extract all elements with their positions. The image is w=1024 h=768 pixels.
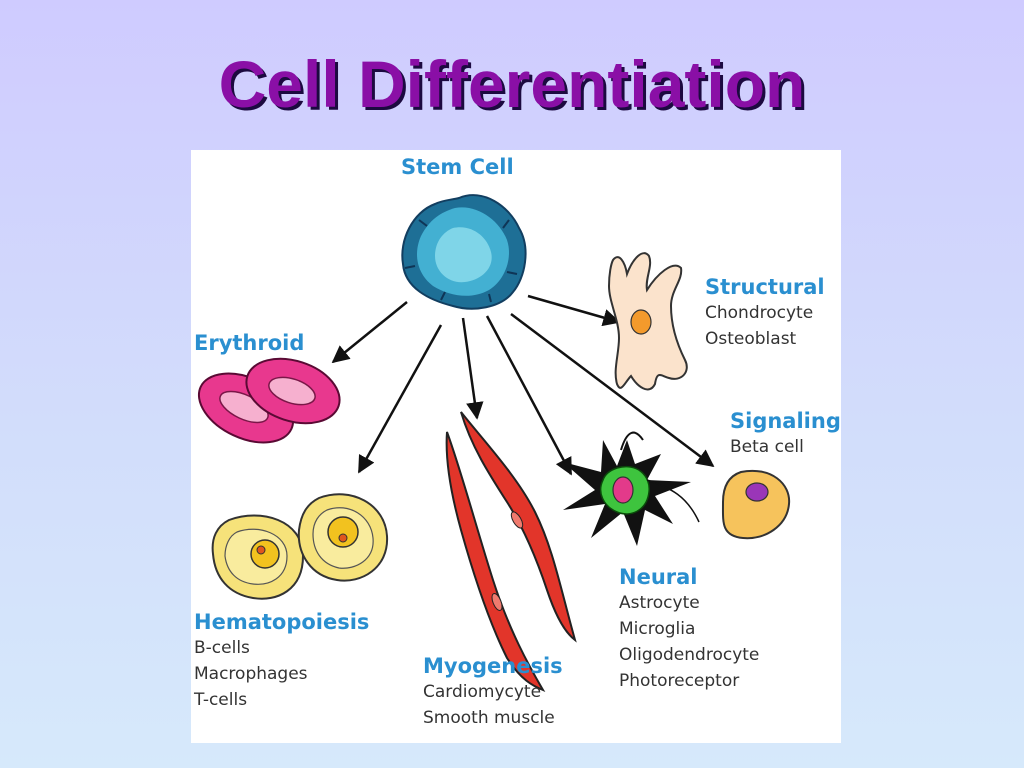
erythroid-cells-illustration xyxy=(197,357,341,444)
branch-neural: Neural Astrocyte Microglia Oligodendrocy… xyxy=(619,564,759,694)
branch-structural: Structural Chondrocyte Osteoblast xyxy=(705,274,825,352)
arrow-to-erythroid xyxy=(331,301,408,364)
arrow-to-signaling xyxy=(510,313,715,468)
arrow-to-myogenesis xyxy=(461,317,484,420)
stem-cell-illustration xyxy=(401,194,527,310)
branch-signaling: Signaling Beta cell xyxy=(730,408,841,460)
list-item: Astrocyte xyxy=(619,593,700,613)
list-item: Oligodendrocyte xyxy=(619,645,760,665)
arrow-to-hematopoiesis xyxy=(357,324,443,474)
structural-cell-illustration xyxy=(607,252,688,391)
differentiation-arrows xyxy=(331,294,715,476)
list-item: B-cells xyxy=(194,638,250,658)
branch-label-hematopoiesis: Hematopoiesis xyxy=(194,610,370,634)
list-item: Cardiomycyte xyxy=(423,682,542,702)
list-item: Osteoblast xyxy=(705,329,797,349)
list-item: Microglia xyxy=(619,619,696,639)
branch-items-neural: Astrocyte Microglia Oligodendrocyte Phot… xyxy=(619,590,759,694)
list-item: Smooth muscle xyxy=(423,708,555,728)
branch-items-myogenesis: Cardiomycyte Smooth muscle xyxy=(423,679,563,731)
branch-label-erythroid: Erythroid xyxy=(194,331,305,355)
diagram-artwork xyxy=(197,194,791,693)
branch-label-structural: Structural xyxy=(705,275,825,299)
branch-label-signaling: Signaling xyxy=(730,409,841,433)
list-item: Beta cell xyxy=(730,437,804,457)
branch-items-hematopoiesis: B-cells Macrophages T-cells xyxy=(194,635,369,713)
branch-items-signaling: Beta cell xyxy=(730,434,841,460)
branch-items-structural: Chondrocyte Osteoblast xyxy=(705,300,825,352)
neural-cell-illustration xyxy=(563,431,700,546)
list-item: Macrophages xyxy=(194,664,308,684)
branch-label-myogenesis: Myogenesis xyxy=(423,654,563,678)
list-item: T-cells xyxy=(194,690,248,710)
branch-hematopoiesis: Hematopoiesis B-cells Macrophages T-cell… xyxy=(194,609,369,713)
arrow-to-structural xyxy=(527,294,621,327)
slide-title: Cell Differentiation xyxy=(218,47,806,121)
list-item: Photoreceptor xyxy=(619,671,740,691)
differentiation-diagram: Stem Cell Erythroid Hematopoiesis B-cell… xyxy=(191,150,841,743)
stem-cell-label: Stem Cell xyxy=(401,155,514,179)
myogenesis-cells-illustration xyxy=(445,411,577,693)
arrow-to-neural xyxy=(485,315,573,476)
branch-myogenesis: Myogenesis Cardiomycyte Smooth muscle xyxy=(423,653,563,731)
branch-label-neural: Neural xyxy=(619,565,698,589)
list-item: Chondrocyte xyxy=(705,303,814,323)
signaling-cell-illustration xyxy=(721,469,791,540)
hematopoiesis-cells-illustration xyxy=(211,493,389,600)
